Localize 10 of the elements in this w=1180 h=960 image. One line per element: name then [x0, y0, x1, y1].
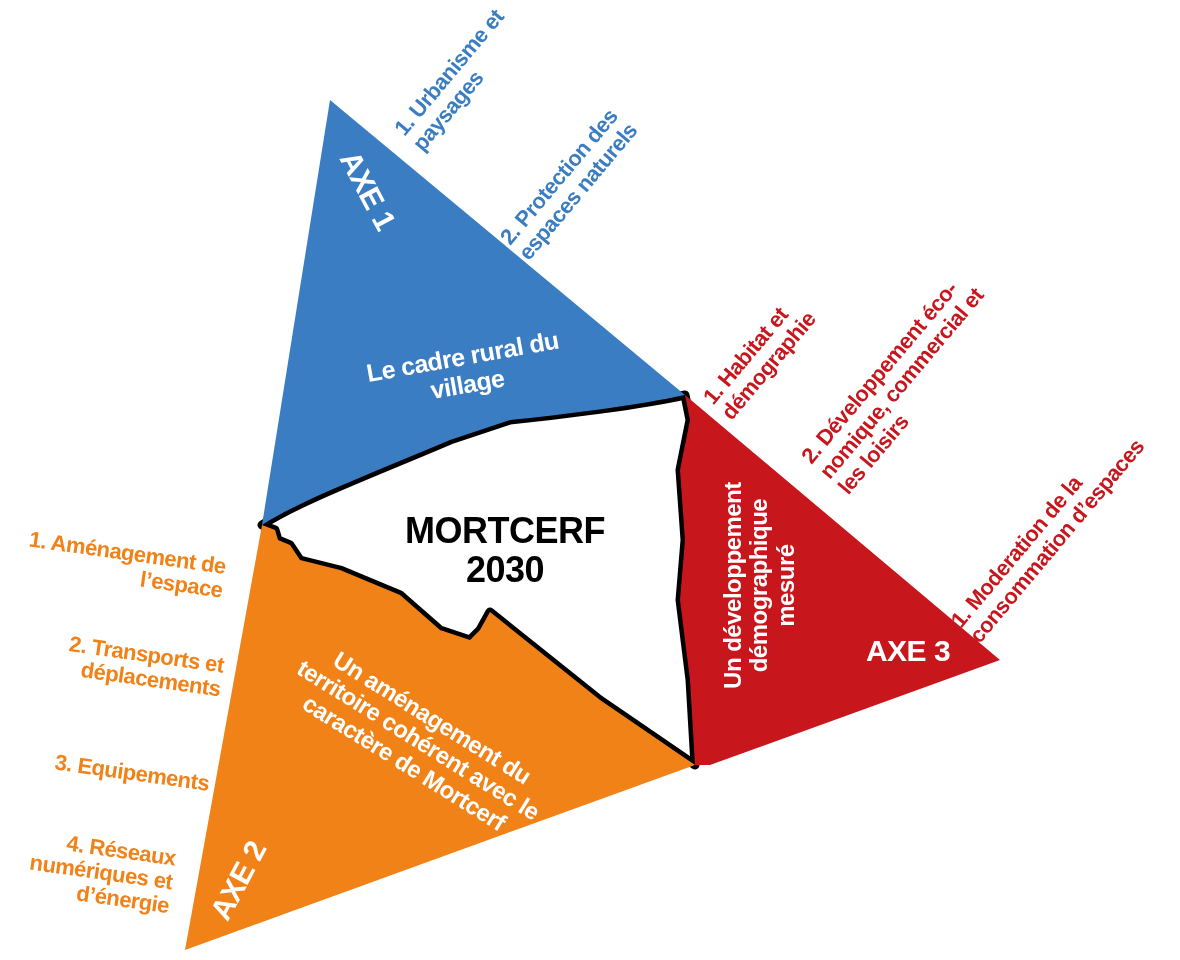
topic-label: 2. Transports et déplacements — [66, 630, 226, 702]
axis-title: AXE 2 — [202, 834, 274, 927]
axis-heading: Le cadre rural du village — [363, 325, 562, 406]
axis-title: AXE 1 — [332, 144, 404, 237]
topic-label: 3. Equipements — [52, 748, 211, 796]
center-title: MORTCERF 2030 — [404, 510, 606, 590]
axis-heading: Un développement démographique mesuré — [720, 480, 800, 691]
topic-label: 4. Réseaux numériques et d’énergie — [27, 829, 178, 919]
topic-label: 1. Aménagement de l’espace — [26, 527, 228, 604]
axis-title: AXE 3 — [864, 633, 952, 667]
